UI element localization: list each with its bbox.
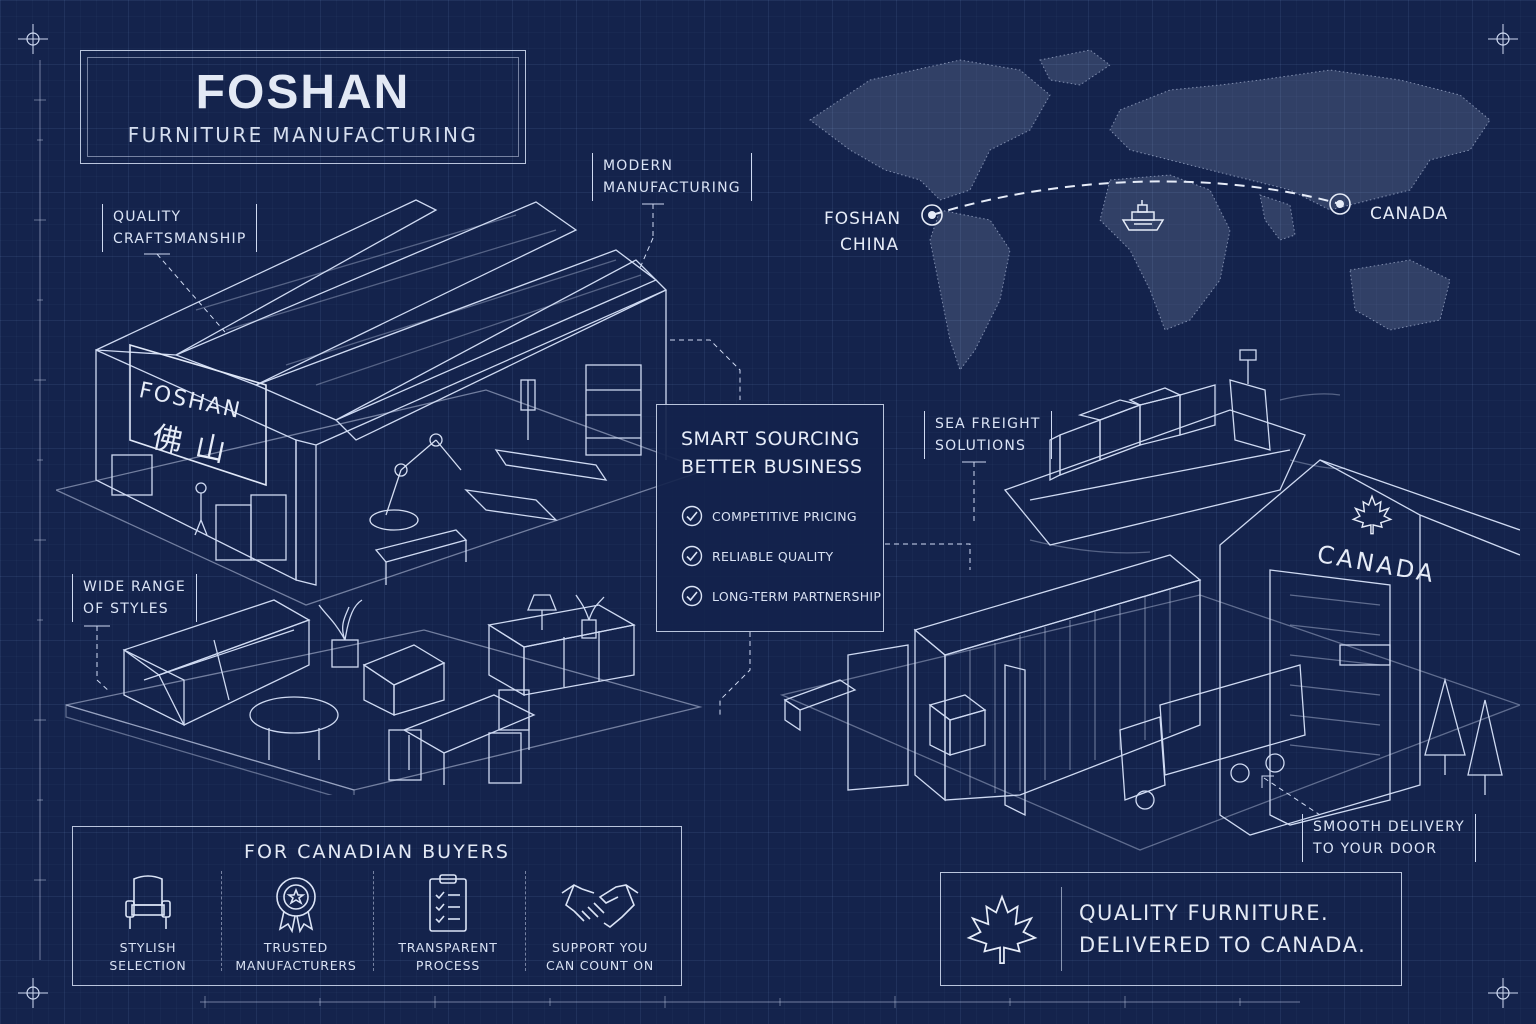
check-circle-icon (681, 585, 703, 607)
corner-crosshair-icon (18, 978, 48, 1008)
vertical-ruler (34, 60, 46, 960)
cargo-ship-illustration (1003, 349, 1346, 554)
shipping-route (921, 180, 1351, 226)
tagline-text: QUALITY FURNITURE. DELIVERED TO CANADA. (1079, 901, 1367, 957)
horizontal-ruler (200, 996, 1300, 1008)
corner-crosshair-icon (18, 24, 48, 54)
award-ribbon-icon (276, 877, 316, 934)
furniture-showroom-illustration (65, 594, 703, 795)
container-warehouse-illustration (780, 459, 1520, 851)
sourcing-item-reliable-quality: RELIABLE QUALITY (681, 545, 833, 567)
ship-icon (1121, 200, 1165, 231)
factory-illustration (56, 199, 706, 606)
connector-lines (670, 339, 971, 715)
callout-smooth-delivery: SMOOTH DELIVERY TO YOUR DOOR (1302, 814, 1476, 862)
map-destination-label: CANADA (1370, 204, 1449, 224)
callout-modern-manufacturing: MODERN MANUFACTURING (592, 153, 752, 201)
armchair-icon (125, 875, 171, 929)
callout-leader-line (144, 253, 226, 333)
sourcing-title: SMART SOURCING BETTER BUSINESS (681, 428, 863, 478)
world-map-dotted (809, 49, 1491, 372)
title-panel: FOSHAN FURNITURE MANUFACTURING (80, 50, 526, 164)
callout-sea-freight: SEA FREIGHT SOLUTIONS (924, 411, 1052, 459)
sourcing-item-competitive-pricing: COMPETITIVE PRICING (681, 505, 857, 527)
callout-leader-line (84, 625, 111, 693)
callout-leader-line (962, 461, 986, 523)
tagline-panel: QUALITY FURNITURE. DELIVERED TO CANADA. (940, 872, 1402, 986)
maple-leaf-icon (1351, 494, 1393, 535)
callout-leader-line (639, 203, 664, 269)
sourcing-panel: SMART SOURCING BETTER BUSINESS COMPETITI… (656, 404, 884, 632)
map-origin-label: FOSHAN CHINA (824, 209, 902, 255)
callout-leader-line (1261, 775, 1321, 816)
clipboard-checklist-icon (429, 874, 467, 932)
callout-quality-craftsmanship: QUALITY CRAFTSMANSHIP (102, 204, 258, 252)
corner-crosshair-icon (1488, 978, 1518, 1008)
page-subtitle: FURNITURE MANUFACTURING (127, 123, 479, 147)
maple-leaf-icon (966, 894, 1038, 965)
corner-crosshair-icon (1488, 24, 1518, 54)
check-circle-icon (681, 505, 703, 527)
callout-wide-range-of-styles: WIDE RANGE OF STYLES (72, 574, 197, 622)
sourcing-item-long-term-partnership: LONG-TERM PARTNERSHIP (681, 585, 881, 607)
handshake-icon (561, 884, 639, 928)
check-circle-icon (681, 545, 703, 567)
buyers-panel-title: FOR CANADIAN BUYERS (244, 841, 510, 863)
page-title: FOSHAN (195, 66, 411, 119)
